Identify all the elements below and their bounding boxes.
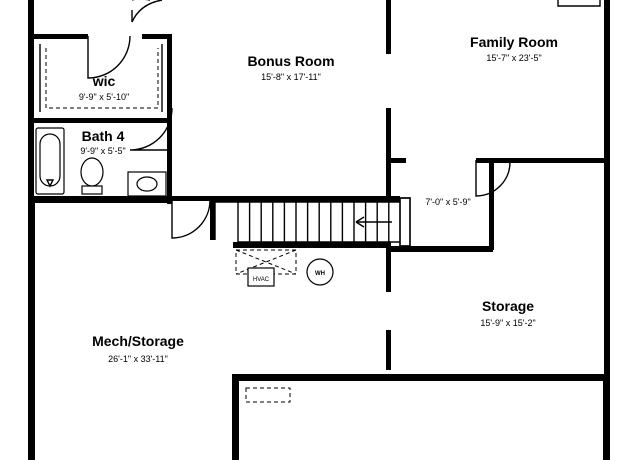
stair-landing [399,197,411,247]
bonus-room-name: Bonus Room [247,53,334,69]
toilet-bowl [80,157,104,187]
closet-dim: 7'-0" x 5'-9" [425,197,470,207]
family-room-name: Family Room [470,34,558,50]
mech-dim: 26'-1" x 33'-11" [108,354,168,364]
closet-east-wall [489,158,494,250]
storage-dim: 15'-9" x 15'-2" [480,318,535,328]
stair-west-wall [210,196,215,240]
bath-door[interactable] [129,107,173,151]
hvac-cross-b [235,249,297,275]
water-heater-icon [306,258,334,286]
stair-rail [214,201,238,240]
bonus-family-wall [386,0,391,54]
bathtub-basin [39,133,61,187]
bonus-room-dim: 15'-8" x 17'-11" [261,72,321,82]
wic-rail [45,48,159,109]
staircase [214,197,411,247]
closet-south-wall [386,246,493,252]
arrow-left-icon [355,216,365,228]
storage-west-wall-upper [386,252,391,292]
bonus-entry-door[interactable] [131,0,163,23]
wic-door[interactable] [87,35,131,79]
south-east-wall [603,374,610,460]
bath-name: Bath 4 [82,128,125,144]
south-dashed-fixture [245,387,291,403]
bath-fixtures [35,127,167,197]
drain-icon [45,179,55,188]
mech-door[interactable] [171,199,211,239]
family-top-fixture [557,0,601,7]
room-labels: Bonus Room 15'-8" x 17'-11" Family Room … [79,34,558,364]
hvac-unit-icon [247,267,275,287]
wic-bath-wall [34,118,172,123]
family-east-wall [604,0,610,162]
mech-name: Mech/Storage [92,333,184,349]
family-south-wall [476,158,610,163]
family-room-dim: 15'-7" x 23'-5" [486,53,541,63]
bonus-family-wall-lower [386,108,391,198]
stair-bottom-wall [233,242,391,248]
toilet-tank [81,185,103,195]
wic-dim: 9'-9" x 5'-10" [79,92,129,102]
water-heater-label: WH [315,271,325,277]
west-wall-lower [28,203,35,460]
wic-rails [39,44,163,112]
sink [136,176,158,192]
storage-west-wall-lower [386,330,391,370]
stair-top-wall [210,196,400,202]
west-wall-upper [28,0,34,203]
bath-stair-wall [171,196,213,201]
south-notch-west-wall [232,374,239,460]
wic-name: wic [92,73,116,89]
wic-top-wall-right [142,34,172,39]
walls [28,0,610,460]
hvac-cross-a [235,249,297,275]
family-south-wall-stub [390,158,406,163]
south-wall [232,374,610,381]
hvac-label: HVAC [253,277,270,283]
mechanical: HVAC WH [235,249,334,403]
wic-top-wall-left [34,34,88,39]
bath-dim: 9'-9" x 5'-5" [80,146,125,156]
storage-name: Storage [482,298,534,314]
storage-east-wall [604,158,610,380]
closet-shelf [399,197,411,247]
bath-south-wall [34,196,172,203]
family-door[interactable] [475,160,511,197]
